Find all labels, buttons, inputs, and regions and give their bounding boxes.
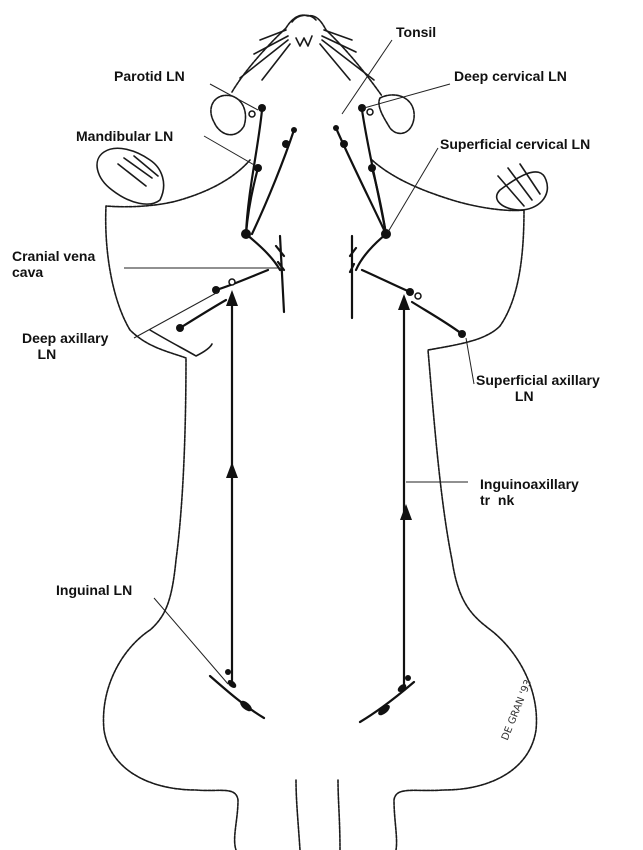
- inguinal-nodes: [210, 669, 414, 722]
- label-deep-axillary-ln: Deep axillary LN: [22, 330, 108, 362]
- leader-superficial-axillary: [466, 338, 474, 384]
- left-arrow-upper: [226, 290, 238, 306]
- leader-lines: [124, 40, 474, 684]
- flow-arrows: [226, 290, 412, 520]
- label-superficial-axillary-ln: Superficial axillary LN: [476, 372, 600, 404]
- right-ear: [379, 95, 414, 134]
- whiskers-left: [240, 30, 290, 80]
- label-superficial-cervical-ln: Superficial cervical LN: [440, 136, 590, 152]
- label-deep-cervical-ln: Deep cervical LN: [454, 68, 567, 84]
- left-ear: [211, 95, 246, 134]
- left-arrow-mid: [226, 462, 238, 478]
- leader-tonsil: [342, 40, 392, 114]
- whiskers-right: [320, 30, 374, 80]
- leader-inguinal: [154, 598, 228, 684]
- leader-superficial-cervical: [388, 148, 438, 232]
- label-tonsil: Tonsil: [396, 24, 436, 40]
- label-inguinal-ln: Inguinal LN: [56, 582, 132, 598]
- nose: [292, 15, 316, 46]
- tail: [296, 780, 340, 850]
- head-outline: [232, 15, 382, 96]
- leader-deep-axillary: [134, 292, 218, 338]
- label-cranial-vena-cava: Cranial vena cava: [12, 248, 95, 280]
- left-cervical-vessels: [180, 110, 294, 680]
- label-mandibular-ln: Mandibular LN: [76, 128, 173, 144]
- right-arrow-upper: [398, 294, 410, 310]
- left-paw: [97, 148, 164, 204]
- leader-mandibular: [204, 136, 256, 166]
- label-inguinoaxillary-trunk: Inguinoaxillary tr nk: [480, 476, 579, 508]
- label-parotid-ln: Parotid LN: [114, 68, 185, 84]
- right-arrow-mid: [400, 504, 412, 520]
- left-armpit-fold: [150, 330, 212, 356]
- left-torso-outline: [103, 160, 250, 850]
- right-paw: [497, 164, 548, 210]
